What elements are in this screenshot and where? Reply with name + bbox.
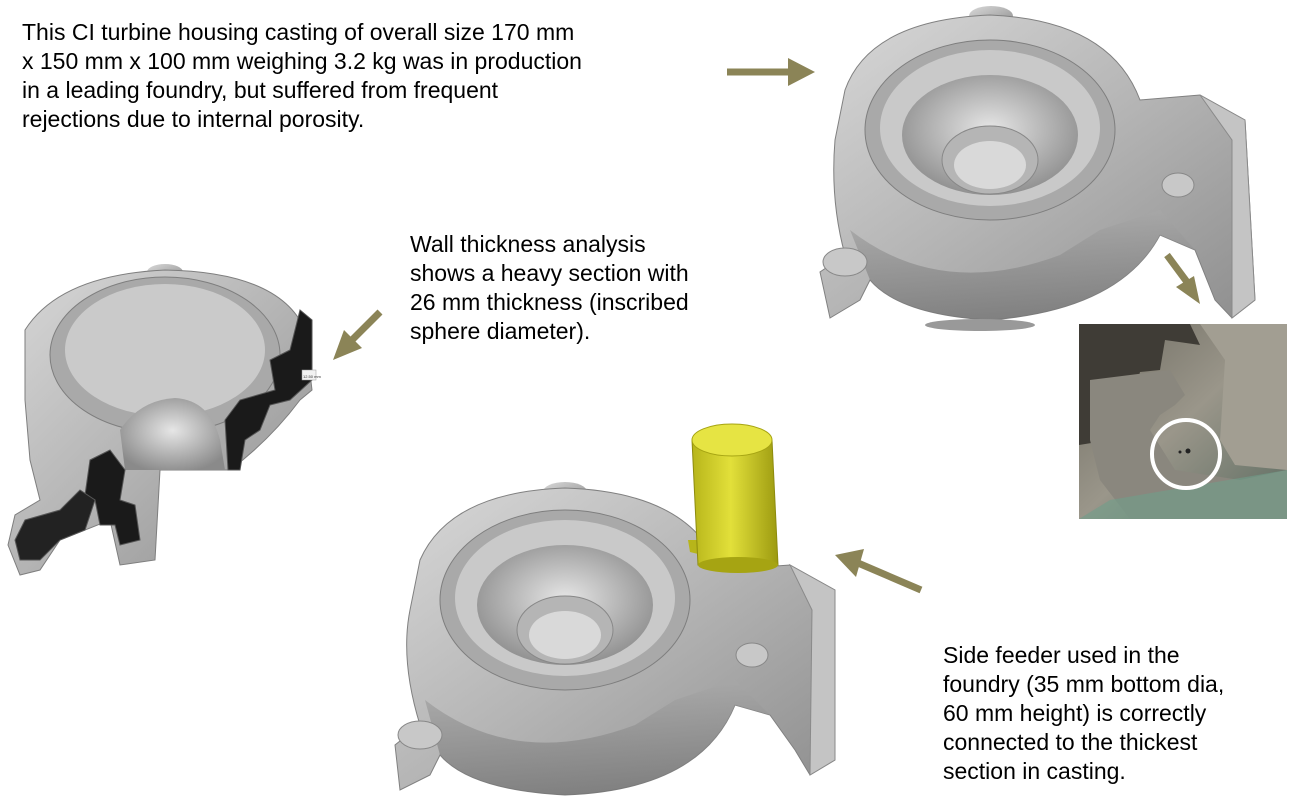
wall-thickness-line: 26 mm thickness (inscribed xyxy=(410,289,689,315)
intro-line: x 150 mm x 100 mm weighing 3.2 kg was in… xyxy=(22,48,582,74)
intro-line: in a leading foundry, but suffered from … xyxy=(22,77,499,103)
arrow-to-feeder xyxy=(835,549,923,594)
side-feeder-line: Side feeder used in the xyxy=(943,642,1180,668)
wall-thickness-text: Wall thickness analysis shows a heavy se… xyxy=(410,230,689,346)
side-feeder xyxy=(688,423,779,573)
intro-text: This CI turbine housing casting of overa… xyxy=(22,18,582,134)
side-feeder-line: foundry (35 mm bottom dia, xyxy=(943,671,1225,697)
wall-thickness-line: sphere diameter). xyxy=(410,318,591,344)
porosity-photo xyxy=(1079,324,1287,519)
side-feeder-text: Side feeder used in the foundry (35 mm b… xyxy=(943,641,1224,786)
casting-with-feeder xyxy=(394,482,836,796)
side-feeder-line: section in casting. xyxy=(943,758,1126,784)
wall-thickness-line: Wall thickness analysis xyxy=(410,231,646,257)
porosity-highlight-circle xyxy=(1150,418,1222,490)
intro-line: rejections due to internal porosity. xyxy=(22,106,365,132)
casting-housing-top xyxy=(819,6,1256,331)
arrow-to-casting xyxy=(727,58,815,86)
arrow-to-section xyxy=(333,309,383,360)
measure-label: 12.50 mm xyxy=(303,374,321,379)
wall-thickness-line: shows a heavy section with xyxy=(410,260,689,286)
side-feeder-line: connected to the thickest xyxy=(943,729,1198,755)
casting-section-view xyxy=(7,264,317,576)
arrow-to-photo xyxy=(1164,252,1200,304)
intro-line: This CI turbine housing casting of overa… xyxy=(22,19,575,45)
side-feeder-line: 60 mm height) is correctly xyxy=(943,700,1207,726)
